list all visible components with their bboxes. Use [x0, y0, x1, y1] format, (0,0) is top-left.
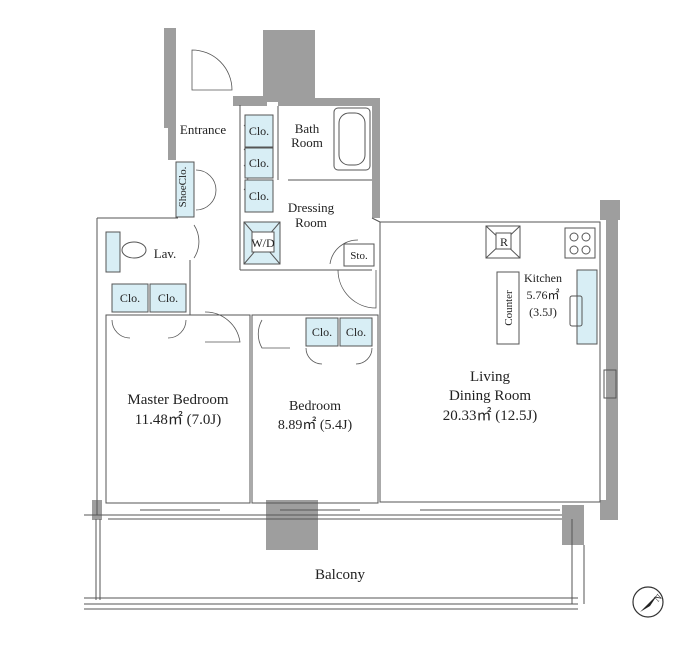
closet-label: Clo.: [249, 189, 269, 203]
living-label-1: Living: [470, 369, 510, 385]
bath-label-2: Room: [291, 135, 323, 150]
kitchen-label-3: (3.5J): [529, 305, 557, 319]
counter-label: Counter: [503, 290, 515, 326]
closets: Clo. Clo. Clo. ShoeClo. Clo. Clo. Clo. C…: [111, 114, 375, 347]
entrance-label: Entrance: [180, 122, 226, 137]
room-outlines: [84, 105, 617, 610]
dressing-label-1: Dressing: [288, 200, 335, 215]
fixtures: W/D R Counter: [105, 107, 598, 345]
living-label-3: 20.33㎡ (12.5J): [443, 407, 538, 424]
dressing-label-2: Room: [295, 215, 327, 230]
stove: [564, 227, 596, 259]
toilet-bowl: [121, 241, 147, 259]
kitchen-label-1: Kitchen: [524, 271, 562, 285]
closet-label: Clo.: [312, 325, 332, 339]
closet-master-1: [111, 283, 149, 313]
wd-label: W/D: [251, 236, 275, 250]
closet-label: Clo.: [346, 325, 366, 339]
closet-bedroom-1: [305, 317, 339, 347]
north-compass-icon: N: [632, 586, 664, 618]
storage: [343, 243, 375, 267]
bedroom-label-1: Bedroom: [289, 399, 341, 414]
closet-bedroom-2: [339, 317, 373, 347]
bath-label-1: Bath: [295, 121, 320, 136]
lav-label: Lav.: [154, 246, 177, 261]
closet-label: Clo.: [158, 291, 178, 305]
shoe-closet: [175, 161, 195, 218]
kitchen-label-2: 5.76㎡: [526, 288, 559, 302]
kitchen-sink: [576, 269, 598, 345]
closet-label: Clo.: [120, 291, 140, 305]
closet-label: Clo.: [249, 124, 269, 138]
closet-master-2: [149, 283, 187, 313]
fridge-label: R: [500, 235, 508, 249]
bathtub: [333, 107, 371, 171]
master-bedroom-label-2: 11.48㎡ (7.0J): [135, 411, 222, 428]
walls: [92, 28, 620, 550]
closet-entrance-3: [244, 179, 274, 213]
closet-label: Clo.: [249, 156, 269, 170]
closet-entrance-2: [244, 147, 274, 179]
living-label-2: Dining Room: [449, 388, 531, 404]
balcony-label: Balcony: [315, 567, 365, 583]
counter: [496, 271, 520, 345]
master-bedroom-label-1: Master Bedroom: [127, 392, 229, 408]
shoe-closet-label: ShoeClo.: [177, 166, 189, 207]
storage-label: Sto.: [350, 250, 368, 262]
room-labels: Entrance Bath Room Dressing Room Lav. Ki…: [127, 121, 562, 583]
closet-entrance-1: [244, 114, 274, 148]
toilet-tank: [105, 231, 121, 273]
bedroom-label-2: 8.89㎡ (5.4J): [278, 417, 353, 433]
